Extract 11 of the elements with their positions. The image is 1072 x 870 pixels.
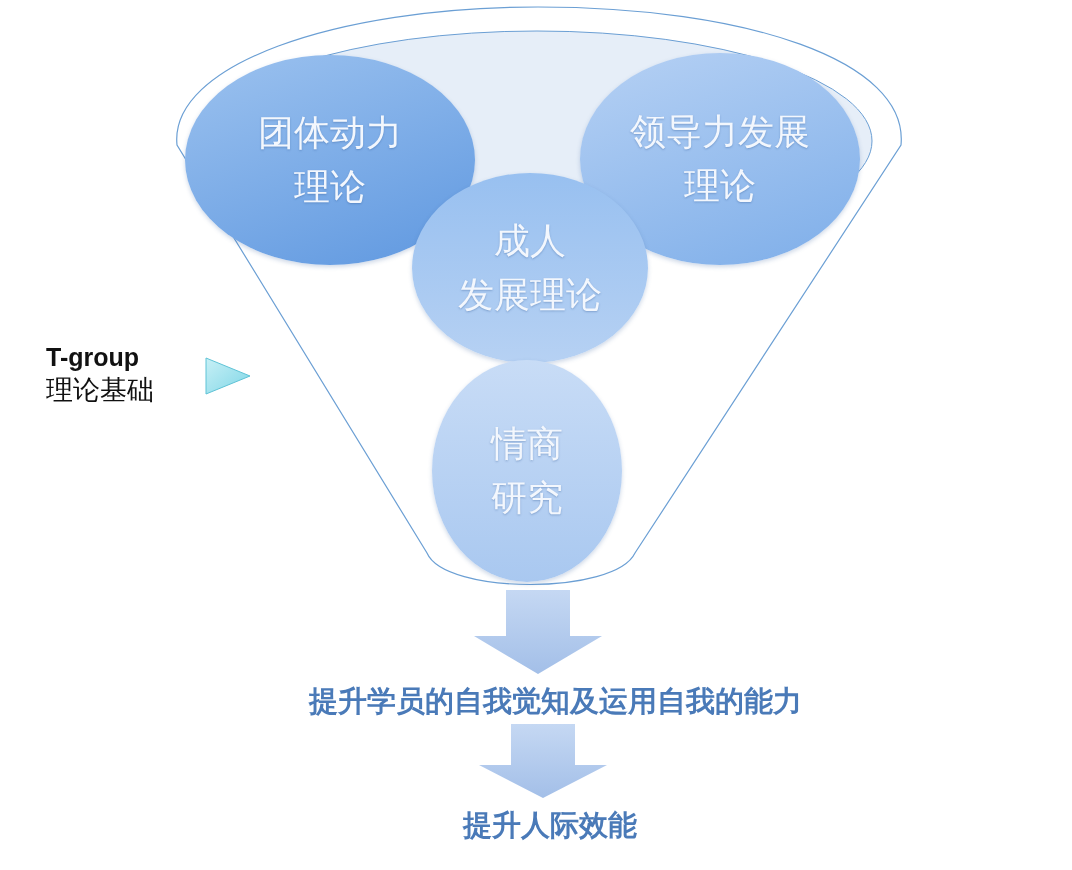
bubble-label: 领导力发展理论 xyxy=(630,110,810,208)
triangle-arrow xyxy=(205,357,251,395)
outcome-text: 提升学员的自我觉知及运用自我的能力 xyxy=(308,683,802,720)
side-label: 理论基础 xyxy=(46,373,154,407)
side-heading: T-group xyxy=(46,342,141,372)
block-arrow xyxy=(479,724,607,798)
bubble-label: 成人发展理论 xyxy=(458,219,602,317)
bubble-label: 情商研究 xyxy=(491,422,563,520)
outcome-text: 提升人际效能 xyxy=(463,807,637,844)
bubble-label: 团体动力理论 xyxy=(258,111,402,209)
block-arrow xyxy=(474,590,602,674)
